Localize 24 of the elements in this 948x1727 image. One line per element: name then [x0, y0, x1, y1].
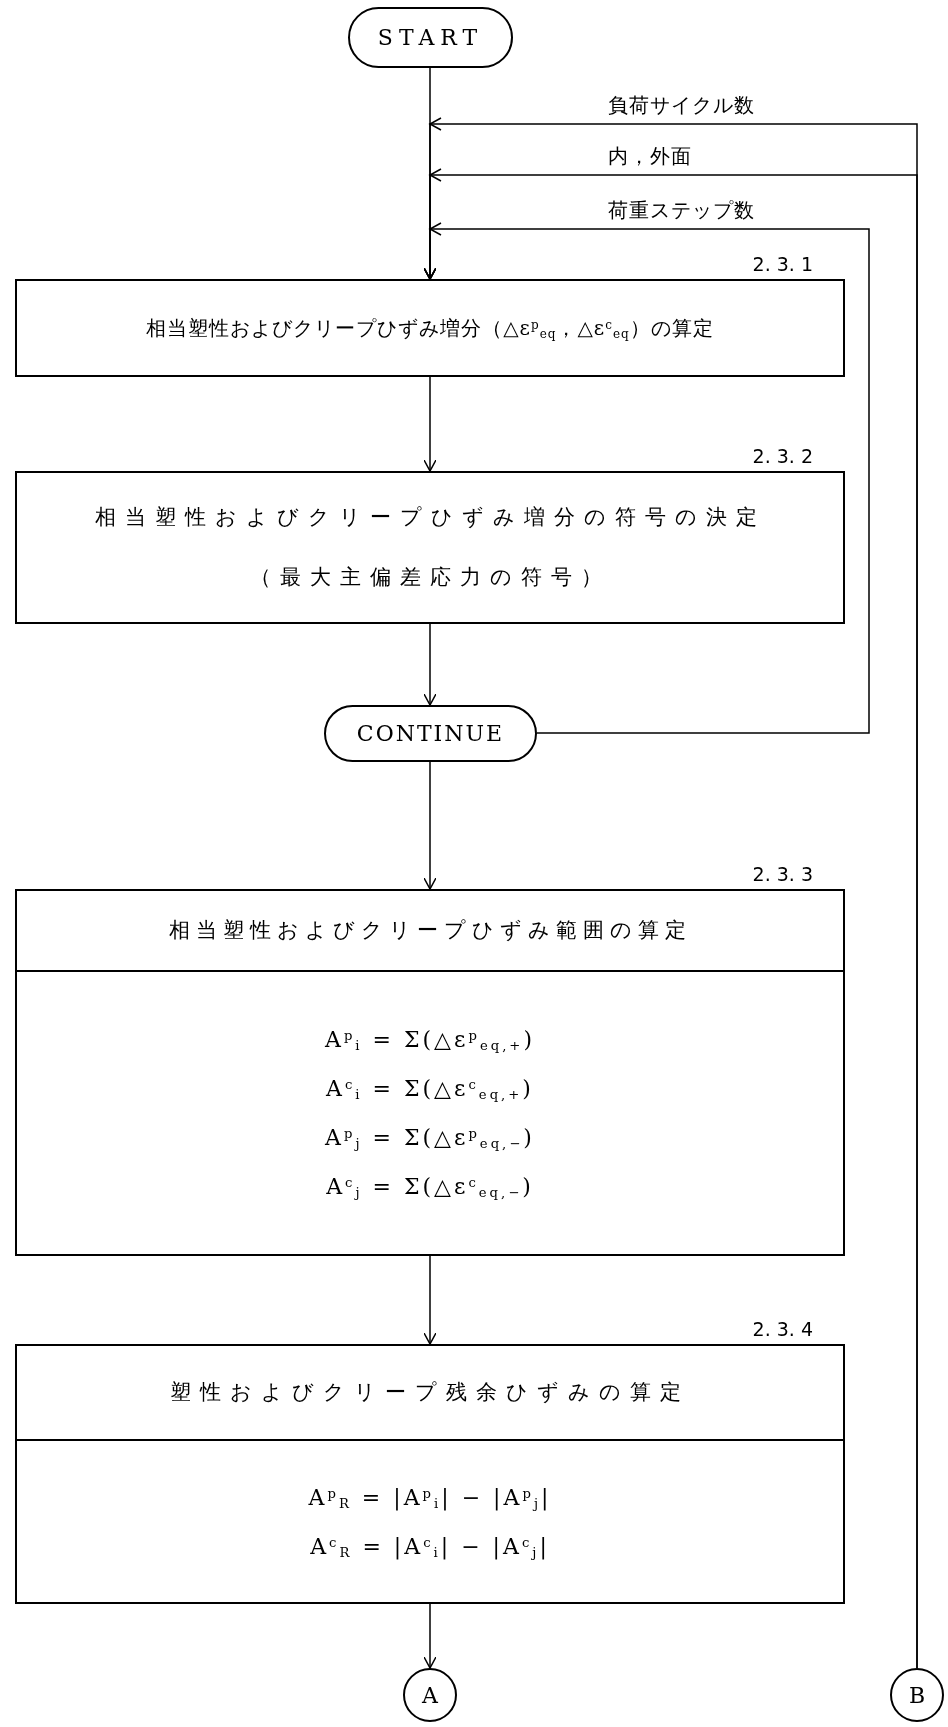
- box-text: 塑性およびクリープ残余ひずみの算定: [170, 1378, 690, 1406]
- section-number: 2. 3. 3: [752, 862, 813, 887]
- box-text: 相当塑性およびクリープひずみ増分の符号の決定: [94, 504, 766, 531]
- section-number: 2. 3. 1: [752, 252, 813, 277]
- box-text: 相当塑性およびクリープひずみ増分（△ε$^{p}$$_{eq}$，△ε$^{c}$$_{eq}$）の算定: [146, 315, 714, 343]
- connector-letter: B: [908, 1681, 926, 1710]
- edge-label: 内，外面: [608, 143, 692, 169]
- formula: A$^{c}$$_{R}$ = |A$^{c}$$_{i}$| − |A$^{c}$$_{j}$|: [310, 1532, 550, 1562]
- box-text: START: [377, 24, 484, 52]
- formula: A$^{c}$$_{i}$ = Σ(△ε$^{c}$$_{eq,+}$): [326, 1075, 534, 1105]
- edge-label: 負荷サイクル数: [608, 92, 755, 118]
- formula: A$^{c}$$_{j}$ = Σ(△ε$^{c}$$_{eq,−}$): [326, 1173, 534, 1203]
- section-number: 2. 3. 2: [752, 444, 813, 469]
- formula: A$^{p}$$_{j}$ = Σ(△ε$^{p}$$_{eq,−}$): [325, 1124, 535, 1154]
- terminal-box: [348, 7, 513, 68]
- formula: A$^{p}$$_{i}$ = Σ(△ε$^{p}$$_{eq,+}$): [325, 1026, 535, 1056]
- box-text: 相当塑性およびクリープひずみ範囲の算定: [168, 916, 692, 944]
- terminal-box: [324, 705, 537, 762]
- connector-letter: A: [422, 1681, 438, 1710]
- box-text: （最大主偏差応力の符号）: [249, 563, 611, 591]
- edge-label: 荷重ステップ数: [608, 197, 755, 223]
- box-text: CONTINUE: [356, 720, 505, 748]
- section-number: 2. 3. 4: [752, 1317, 813, 1342]
- formula: A$^{p}$$_{R}$ = |A$^{p}$$_{i}$| − |A$^{p}$$_{j}$|: [308, 1483, 552, 1513]
